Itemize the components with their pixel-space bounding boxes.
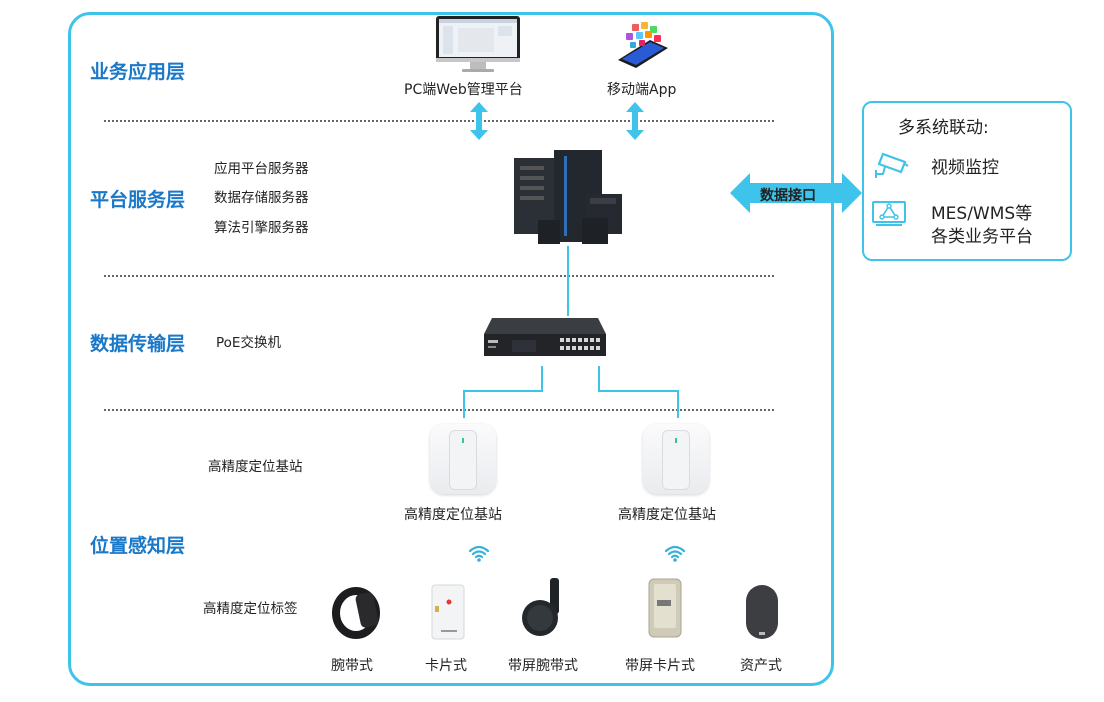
connector-line xyxy=(598,366,600,391)
smartwatch-icon xyxy=(520,576,568,642)
tag-label: 腕带式 xyxy=(331,658,373,674)
base-station-device-icon xyxy=(430,424,496,494)
server-cluster-icon xyxy=(512,148,626,246)
base-station-row-label: 高精度定位基站 xyxy=(208,459,303,475)
server-label-app: 应用平台服务器 xyxy=(214,161,309,177)
bidirectional-arrow-icon xyxy=(626,102,644,140)
layer-divider xyxy=(104,120,774,122)
layer-title-application: 业务应用层 xyxy=(90,61,186,83)
data-interface-arrow-icon xyxy=(730,173,862,213)
connector-line xyxy=(567,246,569,316)
tag-label: 资产式 xyxy=(740,658,782,674)
network-monitor-icon xyxy=(872,201,906,227)
tag-row-label: 高精度定位标签 xyxy=(203,601,298,617)
linkage-item-mes-wms: MES/WMS等 xyxy=(931,204,1033,224)
linkage-item-business-platforms: 各类业务平台 xyxy=(931,227,1033,247)
wifi-signal-icon xyxy=(664,544,686,562)
layer-divider xyxy=(104,275,774,277)
base-station-device-icon xyxy=(643,424,709,494)
screen-card-icon xyxy=(648,578,682,638)
layer-divider xyxy=(104,409,774,411)
poe-switch-icon xyxy=(482,316,608,358)
server-label-algorithm: 算法引擎服务器 xyxy=(214,220,309,236)
asset-tag-icon xyxy=(744,584,780,640)
bidirectional-arrow-icon xyxy=(470,102,488,140)
base-station-label: 高精度定位基站 xyxy=(618,507,716,523)
tag-label: 卡片式 xyxy=(425,658,467,674)
connector-line xyxy=(598,390,679,392)
layer-title-sensing: 位置感知层 xyxy=(90,535,186,557)
poe-switch-label: PoE交换机 xyxy=(216,335,281,351)
server-label-storage: 数据存储服务器 xyxy=(214,190,309,206)
linkage-panel xyxy=(862,101,1072,261)
layer-title-transport: 数据传输层 xyxy=(90,333,186,355)
linkage-item-video: 视频监控 xyxy=(931,158,999,178)
mobile-app-label: 移动端App xyxy=(607,82,677,98)
monitor-icon xyxy=(434,14,522,74)
layer-title-platform: 平台服务层 xyxy=(90,189,186,211)
wifi-signal-icon xyxy=(468,544,490,562)
architecture-frame xyxy=(68,12,834,686)
linkage-title: 多系统联动: xyxy=(898,118,989,138)
card-tag-icon xyxy=(431,584,467,640)
frame-edge xyxy=(837,12,838,686)
tag-label: 带屏卡片式 xyxy=(625,658,695,674)
tag-label: 带屏腕带式 xyxy=(508,658,578,674)
pc-web-label: PC端Web管理平台 xyxy=(404,82,523,98)
connector-line xyxy=(463,390,543,392)
cctv-camera-icon xyxy=(873,152,909,182)
connector-line xyxy=(463,390,465,418)
wristband-icon xyxy=(330,585,382,641)
smartphone-apps-icon xyxy=(612,20,674,70)
connector-line xyxy=(677,390,679,418)
data-interface-label: 数据接口 xyxy=(760,188,816,204)
base-station-label: 高精度定位基站 xyxy=(404,507,502,523)
connector-line xyxy=(541,366,543,391)
